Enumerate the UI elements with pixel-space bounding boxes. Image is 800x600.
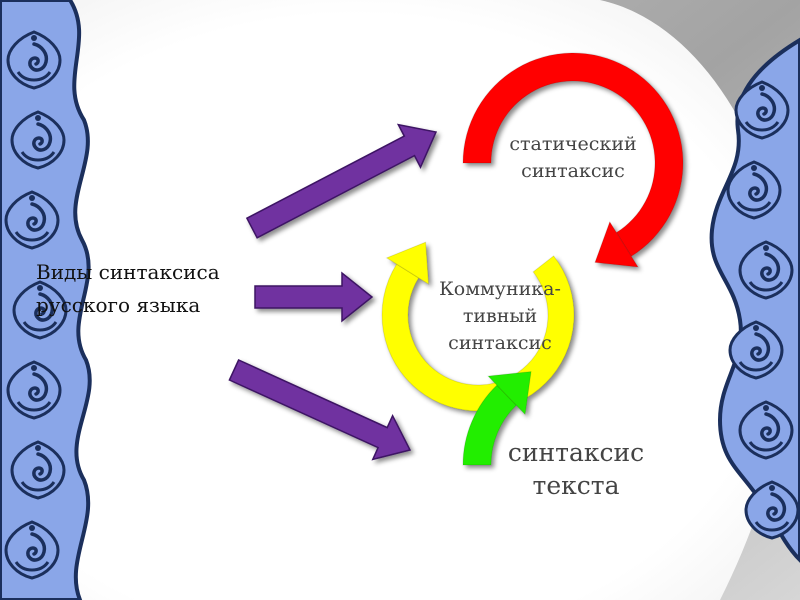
ring-label-text-line-2: текста xyxy=(532,471,620,500)
arrow-right-3 xyxy=(228,359,412,461)
ring-text-arrowhead xyxy=(487,371,532,416)
ornament-left xyxy=(0,0,92,600)
main-title-line-2: русского языка xyxy=(36,293,201,317)
arrows xyxy=(228,123,438,461)
ring-label-static: статический синтаксис xyxy=(488,131,658,185)
ring-static-arc xyxy=(462,52,684,257)
ring-label-communicative-line-2: тивный xyxy=(462,305,538,327)
ring-label-communicative-line-1: Коммуника- xyxy=(439,278,561,300)
ring-label-communicative: Коммуника- тивный синтаксис xyxy=(412,276,588,357)
ring-label-static-line-1: статический xyxy=(509,133,637,155)
arrow-right-2 xyxy=(254,271,374,323)
ring-communicative-arrowhead xyxy=(385,241,430,286)
ring-label-communicative-line-3: синтаксис xyxy=(448,332,552,354)
ring-label-static-line-2: синтаксис xyxy=(521,160,625,182)
ring-text xyxy=(462,371,532,466)
main-title: Виды синтаксиса русского языка xyxy=(36,256,220,322)
ring-label-text: синтаксис текста xyxy=(486,436,666,502)
ring-label-text-line-1: синтаксис xyxy=(507,438,645,467)
main-title-line-1: Виды синтаксиса xyxy=(36,260,220,284)
arrow-right-1 xyxy=(245,123,438,239)
ring-static-arrowhead xyxy=(594,220,639,268)
ornament-right xyxy=(709,37,800,563)
ring-static xyxy=(462,52,684,268)
rings xyxy=(381,52,684,466)
